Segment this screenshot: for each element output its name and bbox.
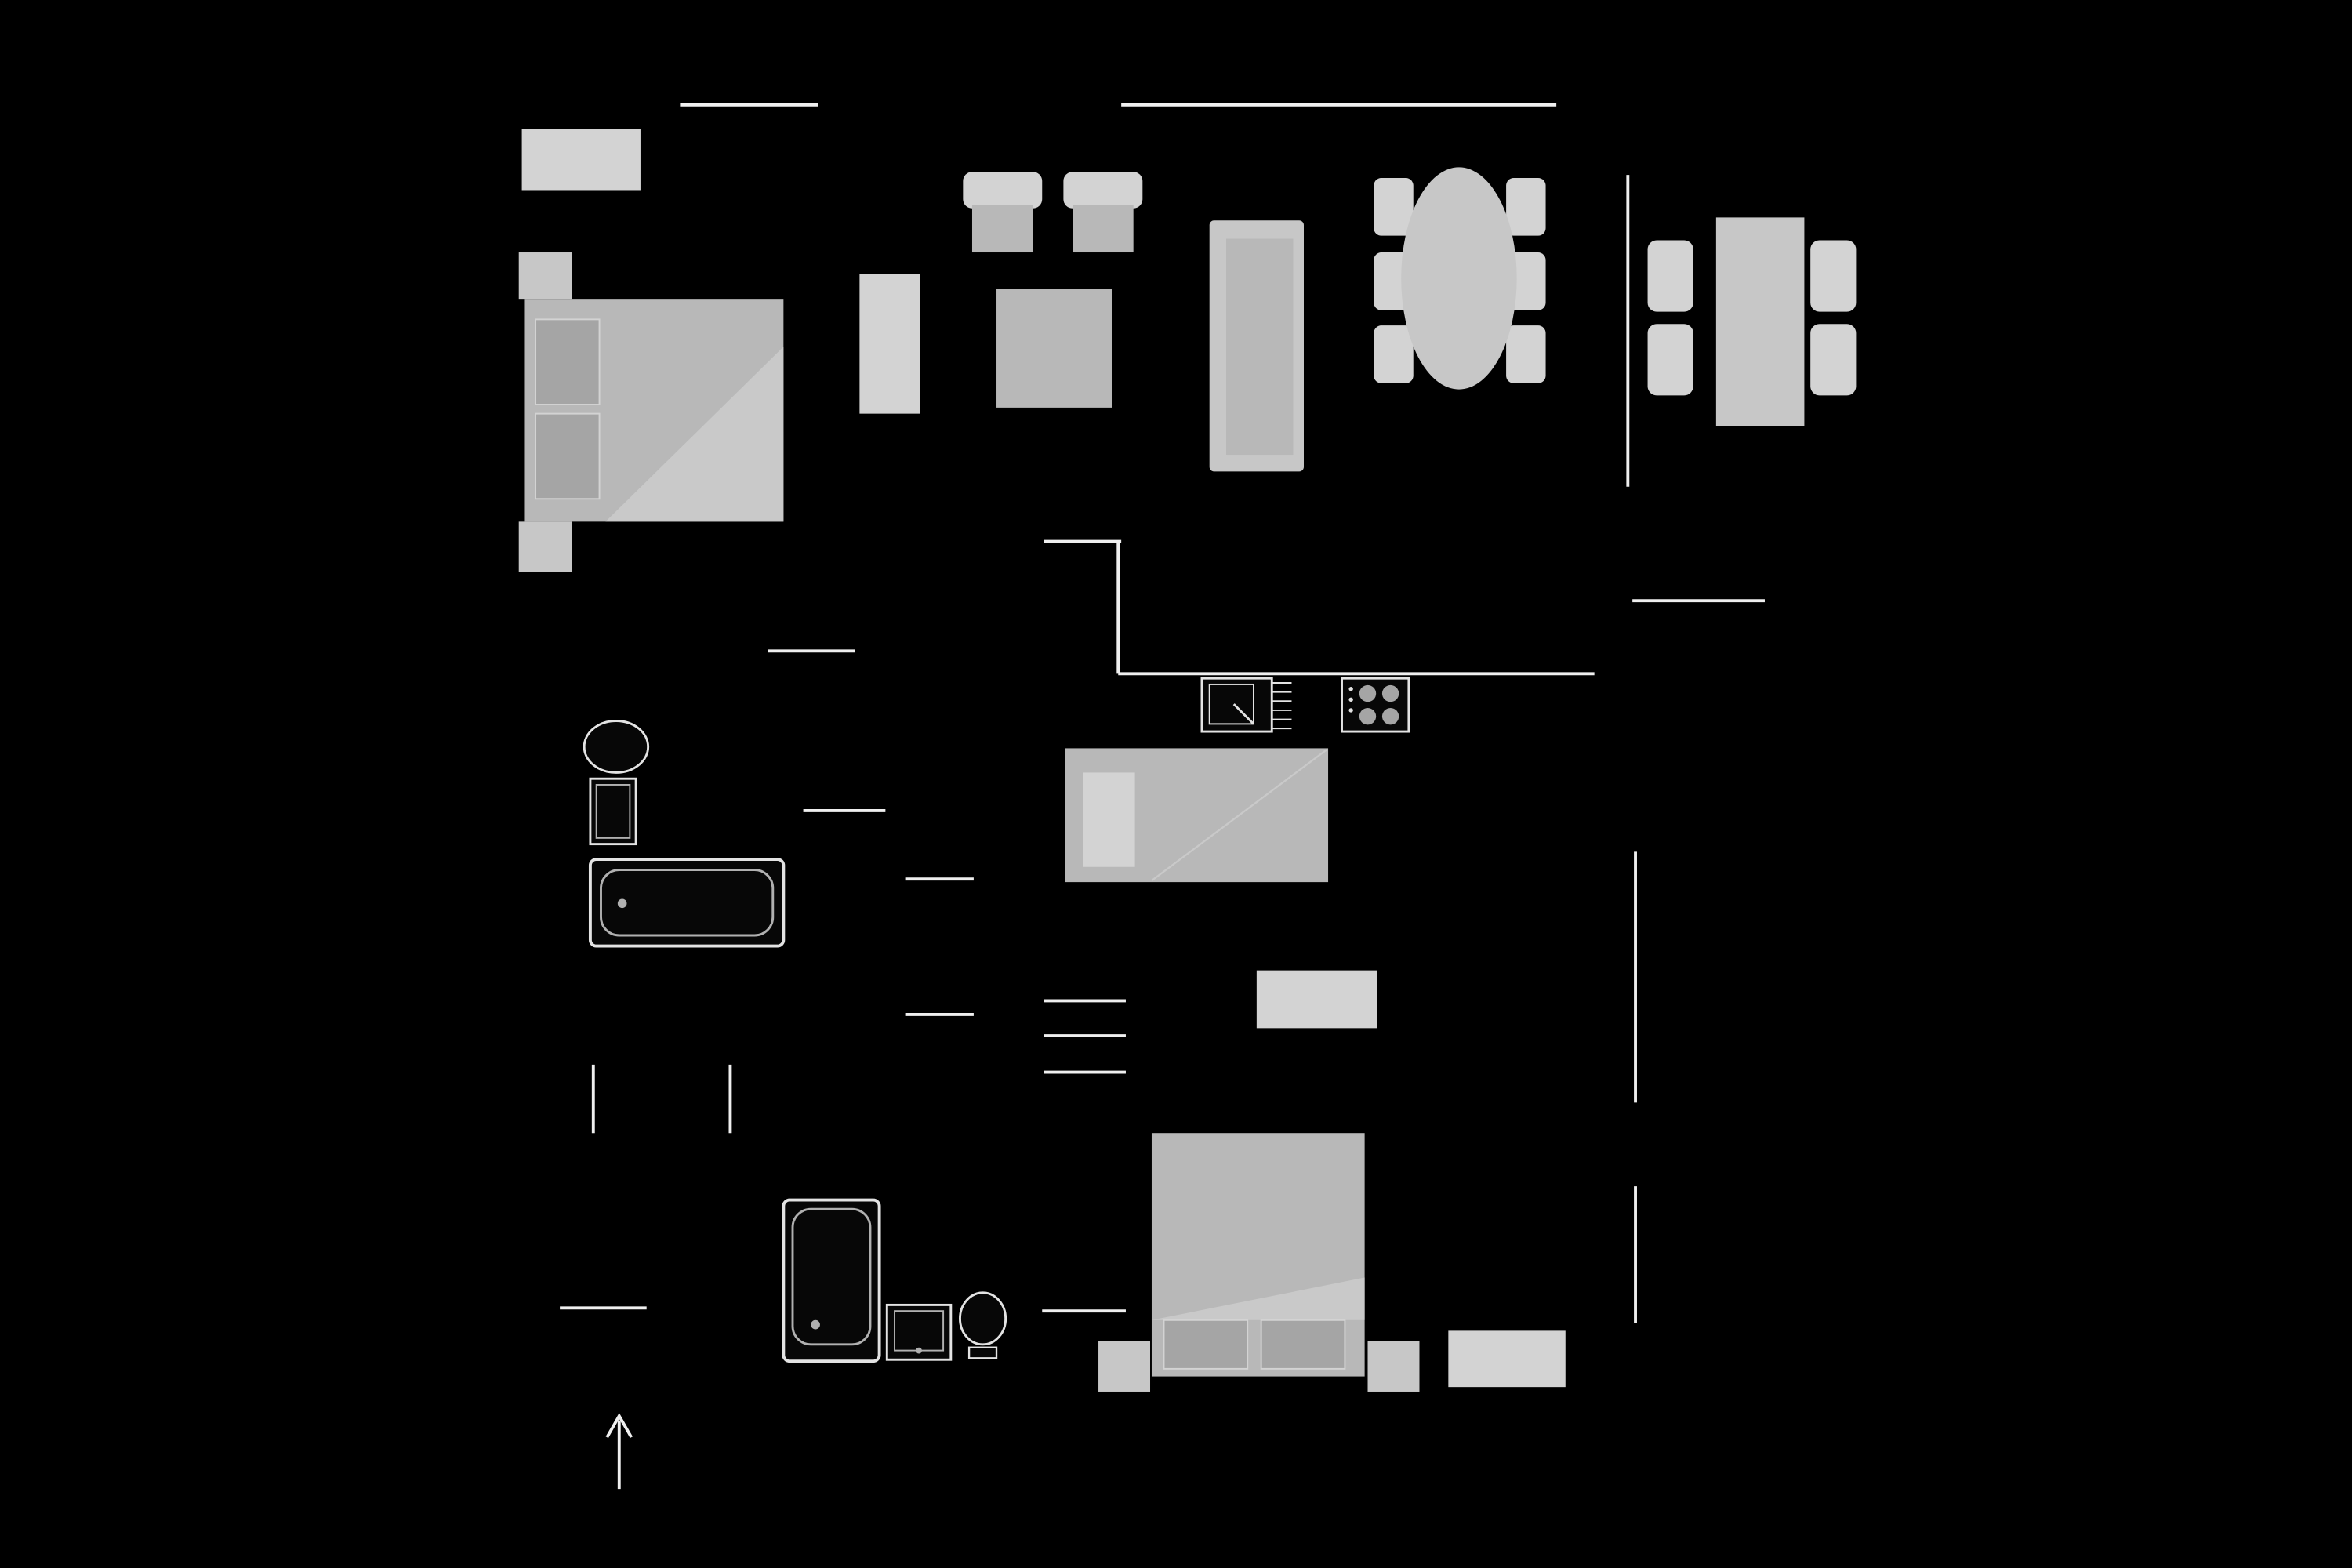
cabinet-1 xyxy=(859,274,920,414)
nightstand-2a xyxy=(1098,1341,1151,1392)
nightstand-1a xyxy=(518,252,572,300)
armchair-2-seat xyxy=(1073,205,1134,253)
stove-knob-2 xyxy=(1348,697,1353,702)
bathtub-2-inner xyxy=(791,1207,872,1346)
bed-1-pillow-top xyxy=(535,318,601,405)
sideboard xyxy=(1256,970,1377,1029)
stove-knob-3 xyxy=(1348,708,1353,713)
toilet-1-bowl xyxy=(583,720,650,774)
dining-chair-2c xyxy=(1810,240,1857,312)
armchair-1-seat xyxy=(971,205,1033,253)
bed-2-blanket-fold xyxy=(1151,1277,1365,1320)
toilet-2-base xyxy=(967,1346,998,1359)
stove-burner-3 xyxy=(1359,708,1377,725)
dining-chair-1f xyxy=(1506,325,1546,383)
dresser-2 xyxy=(1448,1330,1566,1388)
bathtub-1-outline xyxy=(588,858,786,948)
kitchen-island-inner xyxy=(1083,772,1135,867)
nightstand-1b xyxy=(518,521,572,572)
coffee-table xyxy=(996,289,1112,408)
stove-burner-2 xyxy=(1381,684,1399,702)
bed-2-pillow-right xyxy=(1260,1319,1346,1370)
armchair-2-back xyxy=(1063,172,1143,209)
bed-2-pillow-left xyxy=(1163,1319,1249,1370)
dining-chair-1d xyxy=(1506,177,1546,236)
bathtub-1-drain xyxy=(617,898,627,909)
dining-table-2 xyxy=(1715,217,1805,426)
bathtub-2-drain xyxy=(811,1319,820,1330)
stove-outline xyxy=(1341,677,1410,733)
stove-burner-1 xyxy=(1359,684,1377,702)
kitchen-sink-outline xyxy=(1200,677,1273,733)
stove-burner-4 xyxy=(1381,708,1399,725)
north-arrow-head xyxy=(605,1413,633,1439)
dining-chair-1a xyxy=(1374,177,1414,236)
kitchen-island-fold xyxy=(1151,749,1327,882)
bathtub-1-inner xyxy=(600,869,775,937)
dining-chair-1c xyxy=(1374,325,1414,383)
dining-chair-2a xyxy=(1647,240,1693,312)
kitchen-sink-basin xyxy=(1208,683,1254,725)
nightstand-2b xyxy=(1367,1341,1420,1392)
vanity-1-outline xyxy=(589,777,637,846)
dining-chair-2b xyxy=(1647,324,1693,396)
sofa-seat xyxy=(1226,238,1294,456)
basin-2-drain xyxy=(916,1347,922,1354)
bed-1-pillow-bottom xyxy=(535,412,601,500)
stove-knob-1 xyxy=(1348,687,1353,691)
dining-chair-2d xyxy=(1810,324,1857,396)
wardrobe-1 xyxy=(521,129,641,191)
armchair-1-back xyxy=(963,172,1043,209)
kitchen-sink-faucet xyxy=(1232,703,1254,725)
vanity-1-inner xyxy=(595,784,631,839)
toilet-2-bowl xyxy=(958,1291,1007,1346)
bathtub-2-outline xyxy=(782,1198,881,1363)
dining-table-oval xyxy=(1401,167,1517,390)
